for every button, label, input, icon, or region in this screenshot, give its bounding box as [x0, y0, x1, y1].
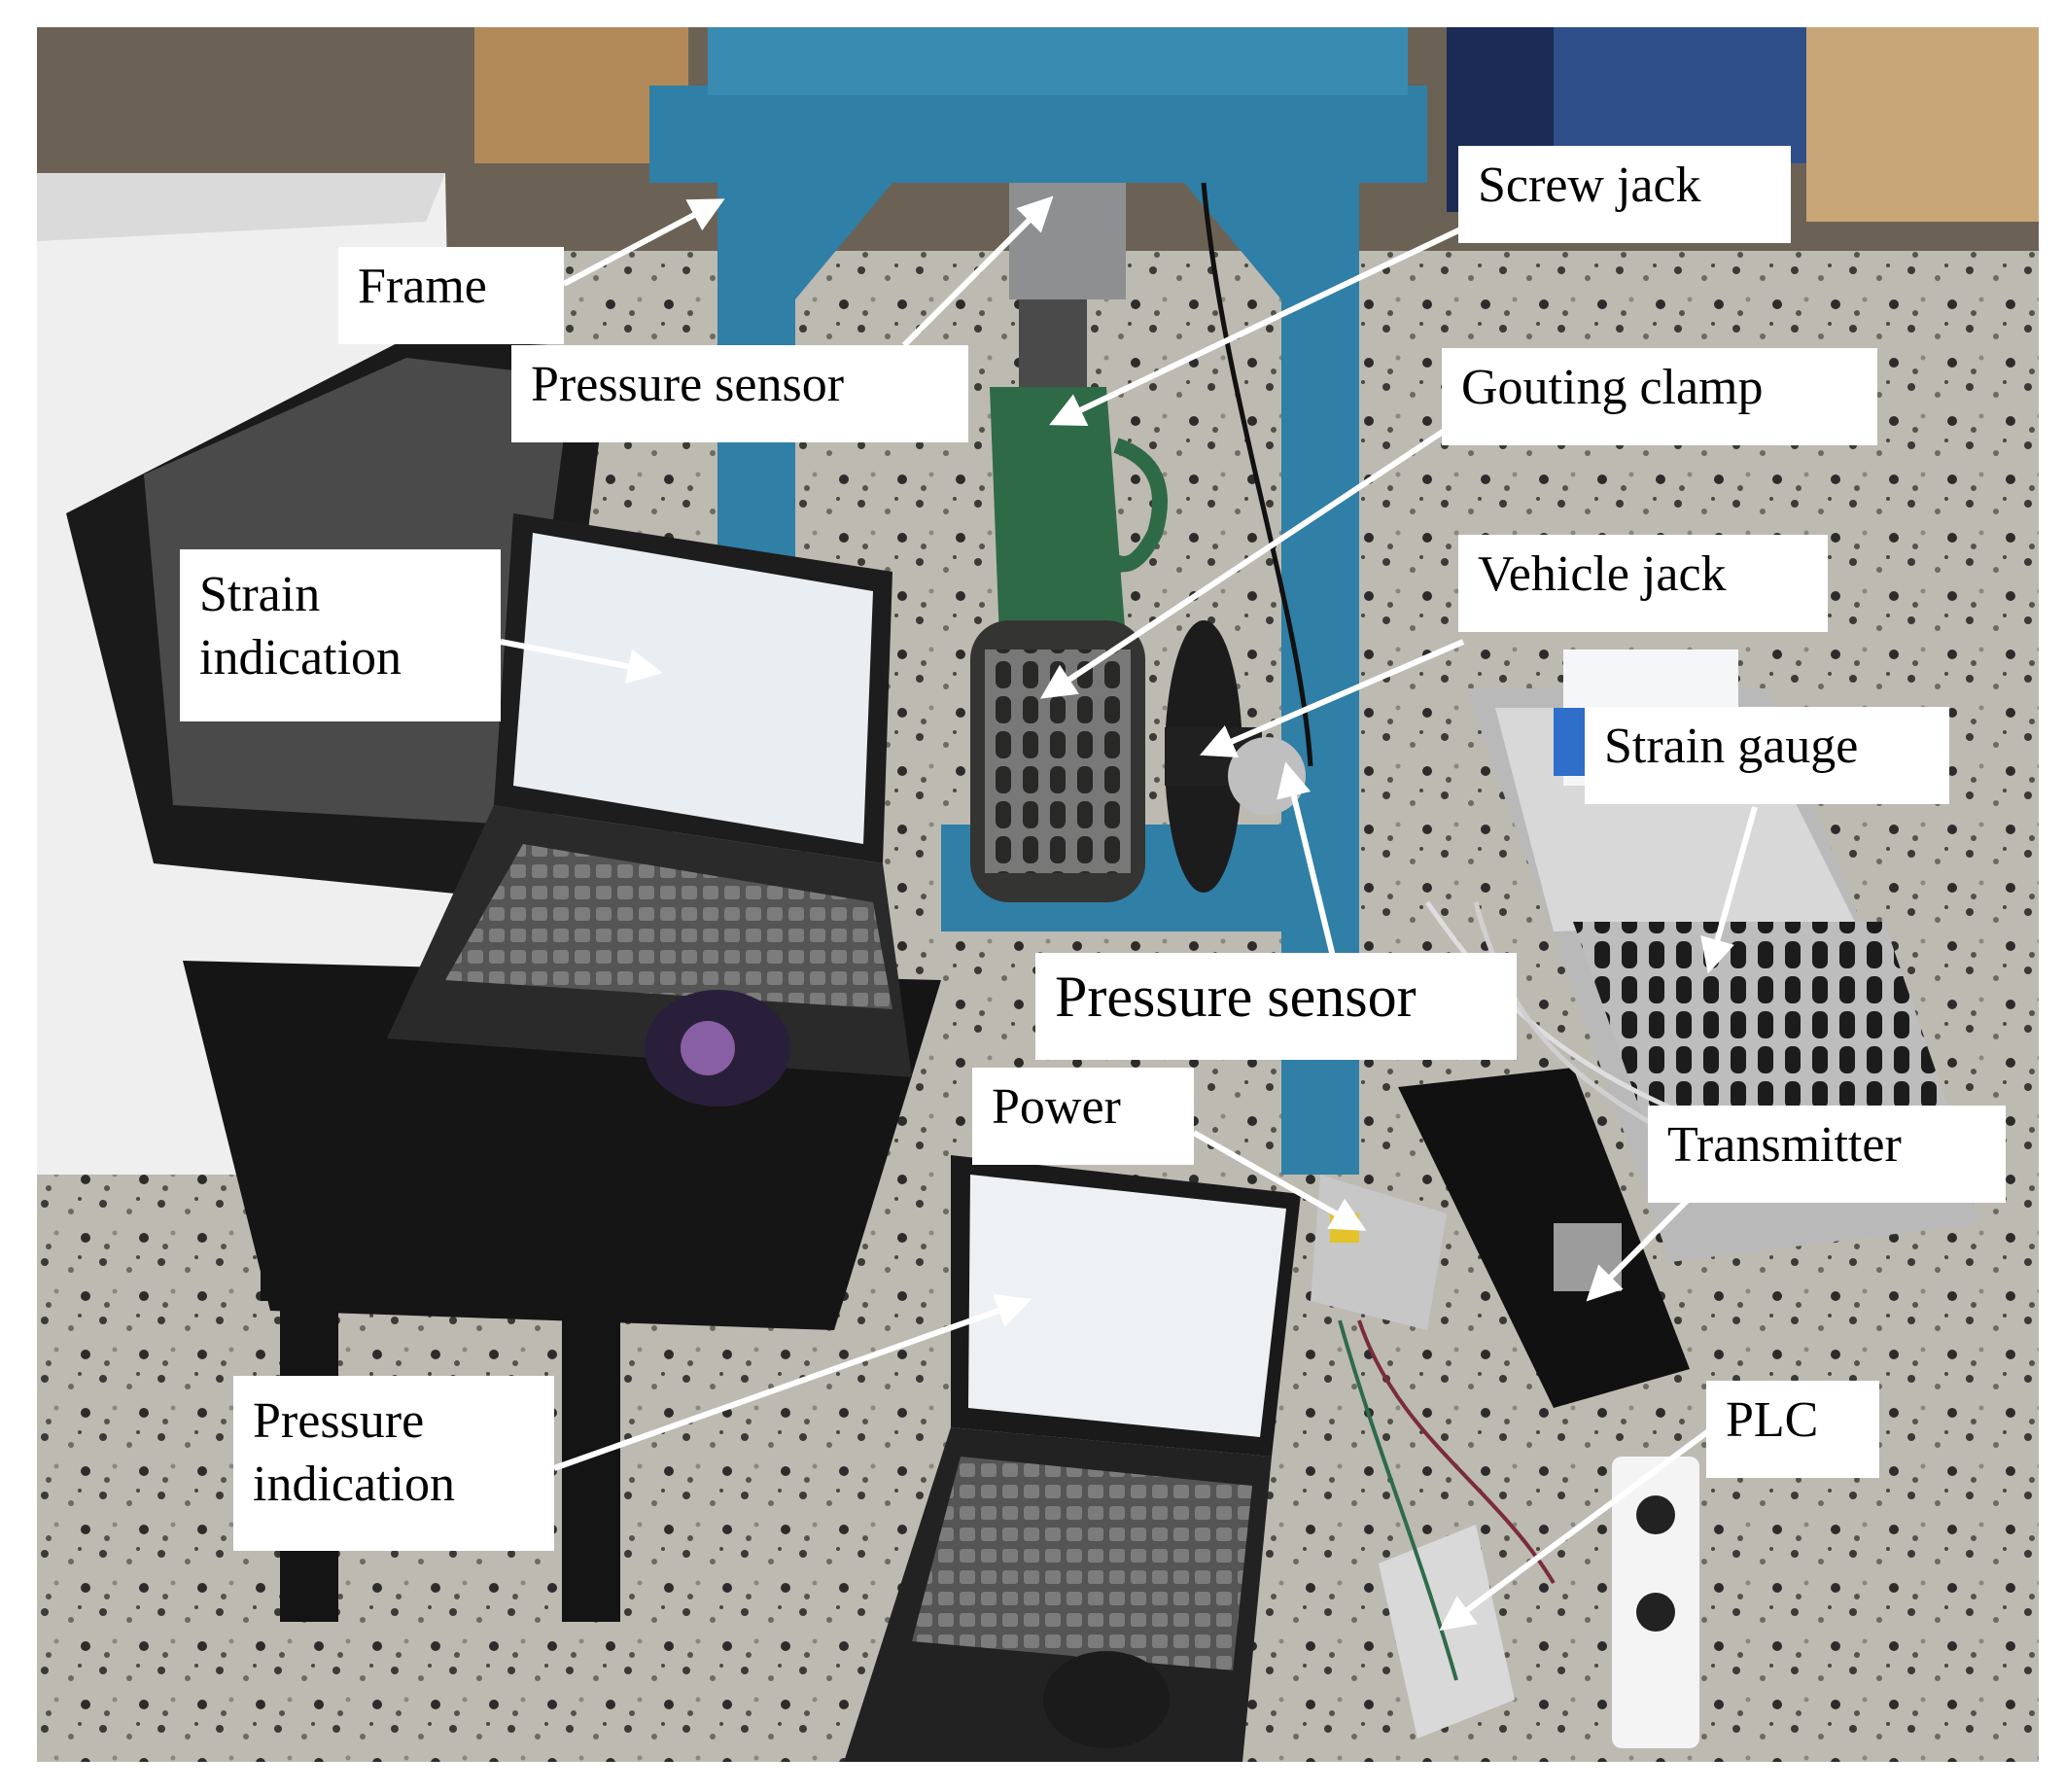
label-plc: PLC: [1706, 1381, 1879, 1478]
label-frame-text: Frame: [358, 259, 487, 314]
label-pressure-sensor-bottom: Pressure sensor: [1035, 953, 1517, 1060]
label-frame: Frame: [338, 247, 564, 344]
label-strain-gauge-text: Strain gauge: [1604, 719, 1859, 774]
label-transmitter: Transmitter: [1648, 1106, 2006, 1203]
label-strain-indication: Strain indication: [180, 549, 501, 721]
label-pressure-sensor-bottom-text: Pressure sensor: [1055, 965, 1417, 1029]
label-pressure-sensor-top: Pressure sensor: [511, 345, 968, 442]
label-vehicle-jack: Vehicle jack: [1458, 535, 1828, 632]
label-vehicle-jack-text: Vehicle jack: [1478, 546, 1727, 602]
label-strain-indication-line1: Strain: [199, 567, 321, 622]
label-gouting-clamp: Gouting clamp: [1442, 348, 1877, 445]
label-power: Power: [972, 1068, 1194, 1165]
label-power-text: Power: [992, 1079, 1121, 1135]
label-screw-jack-text: Screw jack: [1478, 158, 1701, 213]
label-pressure-indication: Pressure indication: [233, 1376, 554, 1551]
label-plc-text: PLC: [1726, 1392, 1819, 1448]
label-strain-gauge: Strain gauge: [1585, 707, 1949, 804]
label-screw-jack: Screw jack: [1458, 146, 1791, 243]
label-transmitter-text: Transmitter: [1667, 1117, 1902, 1173]
label-pressure-sensor-top-text: Pressure sensor: [531, 357, 845, 412]
label-pressure-indication-line1: Pressure: [253, 1393, 425, 1449]
label-strain-indication-line2: indication: [199, 630, 402, 685]
label-pressure-indication-line2: indication: [253, 1457, 455, 1512]
label-gouting-clamp-text: Gouting clamp: [1461, 360, 1764, 415]
